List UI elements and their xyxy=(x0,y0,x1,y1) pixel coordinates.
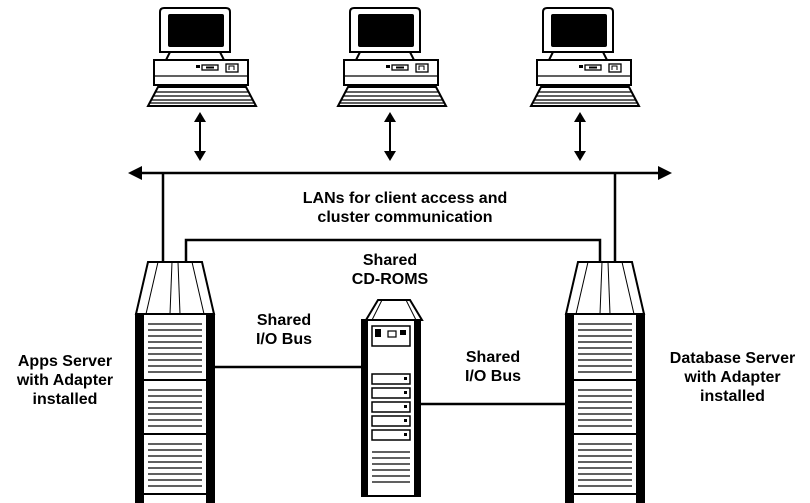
apps-server-label: Apps Server with Adapter installed xyxy=(0,352,130,409)
left-io-bus-label-line-1: Shared xyxy=(256,312,312,329)
apps-server-label-line-3: installed xyxy=(32,391,98,408)
cluster-interconnect xyxy=(184,238,602,262)
database-server xyxy=(565,261,645,503)
apps-server-label-line-1: Apps Server xyxy=(17,353,113,370)
database-server-label-line-1: Database Server xyxy=(669,350,796,367)
lan-label-line-1: LANs for client access and xyxy=(302,190,508,207)
cdrom-label-line-2: CD-ROMS xyxy=(351,271,429,288)
database-server-label-line-3: installed xyxy=(700,388,765,405)
cdrom-label-line-1: Shared xyxy=(362,252,418,269)
apps-server xyxy=(135,261,215,503)
database-server-label: Database Server with Adapter installed xyxy=(655,349,810,406)
database-server-label-line-2: with Adapter xyxy=(684,369,781,386)
left-io-bus-label: Shared I/O Bus xyxy=(234,311,334,349)
workstation-lan-arrows xyxy=(194,112,586,161)
cdrom-label: Shared CD-ROMS xyxy=(340,251,440,289)
right-io-bus-label-line-2: I/O Bus xyxy=(464,368,521,385)
left-io-bus-label-line-2: I/O Bus xyxy=(255,331,312,348)
cdrom-tower xyxy=(361,299,424,497)
lan-label: LANs for client access and cluster commu… xyxy=(260,189,550,227)
lan-label-line-2: cluster communication xyxy=(317,209,493,226)
client-workstation-left xyxy=(147,7,257,107)
lan-line xyxy=(128,166,672,180)
apps-server-label-line-2: with Adapter xyxy=(16,372,114,389)
right-io-bus-label-line-1: Shared xyxy=(465,349,521,366)
client-workstation-right xyxy=(530,7,640,107)
client-workstation-center xyxy=(337,7,447,107)
right-io-bus-label: Shared I/O Bus xyxy=(443,348,543,386)
